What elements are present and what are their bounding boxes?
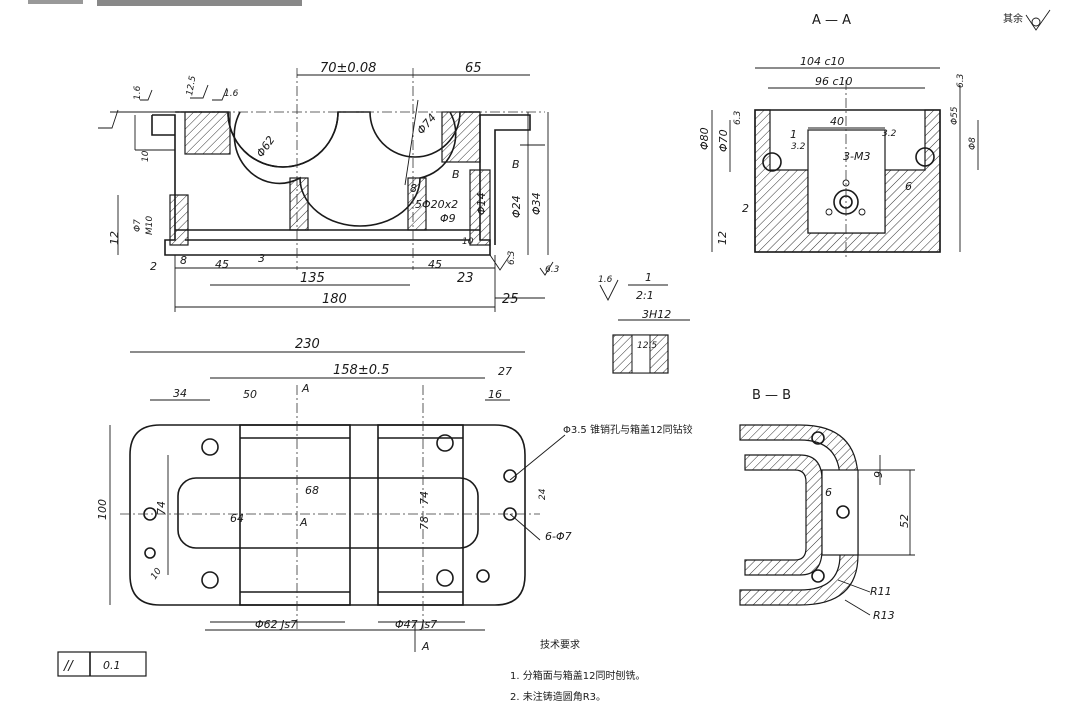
note-item-1: 1. 分箱面与箱盖12同时刨铣。 [510,669,645,682]
plan-dim-10: 10 [149,566,164,581]
aa-rough-63c: 6.3 [956,73,966,88]
rough-63: 6.3 [507,250,517,265]
roughness-note: 其余 [1003,12,1023,25]
plan-dim-74: 74 [155,501,168,515]
dim-m10: M10 [145,216,155,235]
dim-180: 180 [322,292,347,307]
aa-dim-3m3: 3-M3 [843,150,870,163]
dim-25: 25 [502,292,519,307]
detail-rough-125: 12.5 [637,341,657,351]
aa-dim-phi8: Φ8 [968,137,978,150]
dim-10: 10 [462,237,474,247]
section-bb-title: B — B [752,388,791,403]
aa-dim-6: 6 [905,180,912,193]
header-bar-left [28,0,83,4]
plan-dim-16: 16 [488,388,502,401]
plan-label-a2: A [299,516,308,529]
tolerance-symbol: // [63,659,74,674]
dim-2: 2 [150,260,157,273]
plan-dim-158: 158±0.5 [333,363,389,378]
detail-scale-num: 1 [645,271,652,284]
bb-dim-9: 9 [872,471,885,478]
dim-phi7: Φ7 [133,219,143,232]
plan-dim-78: 78 [418,516,431,530]
pin-note: Φ3.5 锥销孔与箱盖12同钻铰 [563,423,693,436]
dim-phi9: Φ9 [440,212,456,225]
bb-r-11: R11 [870,585,892,598]
rough-16b: 1.6 [224,89,239,99]
dim-8: 8 [410,182,417,195]
plan-dim-6phi7: 6-Φ7 [545,530,572,543]
dim-3: 3 [258,252,265,265]
aa-dim-1: 1 [790,128,797,141]
plan-dim-230: 230 [295,337,320,352]
plan-dim-24: 24 [538,488,548,500]
dim-phi24: Φ24 [510,195,523,218]
dim-70: 70±0.08 [320,61,376,76]
detail-rough: 1.6 [598,275,613,285]
detail-fit: 3H12 [642,308,671,321]
plan-dim-34: 34 [173,387,187,400]
bb-dim-6: 6 [825,486,832,499]
note-item-2: 2. 未注铸造圆角R3。 [510,690,606,703]
dim-65: 65 [465,61,482,76]
plan-dim-phi47js: Φ47 Js7 [395,618,437,631]
plan-dim-100: 100 [96,499,109,520]
aa-dim-12: 12 [716,231,729,245]
plan-dim-74b: 74 [418,491,431,505]
plan-dim-68: 68 [305,484,319,497]
plan-dim-phi62js: Φ62 Js7 [255,618,297,631]
dim-phi74: Φ74 [414,111,439,137]
aa-dim-phi80: Φ80 [698,127,711,150]
plan-label-a3: A [421,640,430,653]
dim-45a: 45 [215,258,229,271]
bb-r-13: R13 [873,609,895,622]
plan-view [109,351,566,652]
aa-dim-40: 40 [830,115,844,128]
front-section-view [98,68,554,312]
detail-view [599,279,690,374]
dim-phi14: Φ14 [475,192,488,215]
dim-8b: 8 [180,254,187,267]
header-bar-right [97,0,302,6]
dim-23: 23 [457,271,474,286]
aa-dim-phi70: Φ70 [717,129,730,152]
roughness-symbol [1025,9,1051,31]
aa-dim-96: 96 c10 [815,75,853,88]
aa-dim-104: 104 c10 [800,55,845,68]
aa-dim-phi55: Φ55 [950,106,960,125]
aa-dim-2: 2 [742,202,749,215]
label-b: B [452,168,460,181]
dim-135: 135 [300,271,325,286]
dim-10b: 10 [141,150,151,162]
aa-rough-63a: 6.3 [733,110,743,125]
tolerance-value: 0.1 [103,659,121,672]
section-aa-title: A — A [812,13,851,28]
tolerance-frame [57,651,147,677]
notes-heading: 技术要求 [540,638,580,651]
bb-dim-52: 52 [898,514,911,528]
rough-63b: 6.3 [545,265,560,275]
dim-phi34: Φ34 [530,192,543,215]
roughness-circle [1031,17,1041,27]
plan-dim-64: 64 [230,512,244,525]
plan-label-a1: A [301,382,310,395]
rough-125: 12.5 [185,75,198,97]
dim-12: 12 [108,231,121,245]
aa-rough-32a: 3.2 [791,142,806,152]
dim-45b: 45 [428,258,442,271]
label-b2: B [512,158,520,171]
section-bb-view [739,424,915,616]
dim-5phi20: 5Φ20x2 [415,198,458,211]
rough-16a: 1.6 [133,85,143,100]
plan-dim-50: 50 [243,388,257,401]
dim-phi62: Φ62 [254,134,278,160]
aa-rough-32b: 3.2 [882,129,897,139]
plan-dim-27: 27 [498,365,512,378]
detail-scale: 2:1 [636,289,654,302]
section-aa-view [711,67,979,260]
